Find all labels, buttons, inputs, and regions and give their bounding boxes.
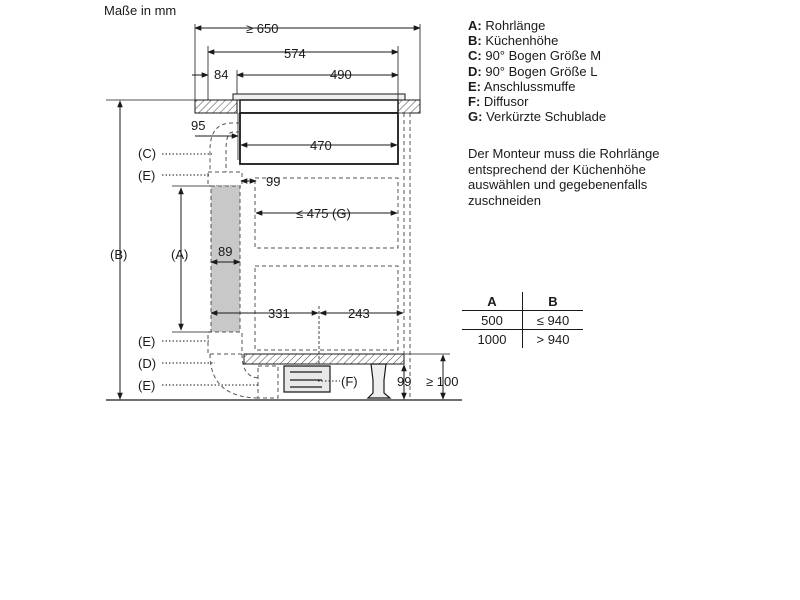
callout-a: (A) (171, 247, 188, 262)
table-row: 1000 > 940 (462, 329, 583, 348)
dim-470-label: 470 (310, 138, 332, 153)
table-header-b: B (522, 292, 583, 311)
connector-sleeve-bottom (207, 331, 243, 355)
table-cell: 500 (462, 310, 523, 330)
legend: A: Rohrlänge B: Küchenhöhe C: 90° Bogen … (468, 18, 606, 124)
callout-b: (B) (110, 247, 127, 262)
dim-574-label: 574 (284, 46, 306, 61)
dim-84-label: 84 (214, 67, 228, 82)
dim-100-label: ≥ 100 (426, 374, 458, 389)
legend-item: C: 90° Bogen Größe M (468, 48, 602, 64)
dim-650-label: ≥ 650 (246, 21, 278, 36)
diffusor (283, 365, 331, 393)
callout-f: (F) (341, 374, 358, 389)
units-label: Maße in mm (104, 3, 177, 18)
dim-99-top-label: 99 (266, 174, 280, 189)
table-header-a: A (462, 292, 523, 311)
cooktop-glass (232, 93, 406, 101)
callout-e-bottom: (E) (138, 378, 155, 393)
connector-sleeve-top (207, 171, 243, 187)
dim-89-label: 89 (218, 244, 232, 259)
dim-243-label: 243 (348, 306, 370, 321)
plinth-panel (243, 353, 405, 365)
legend-item: F: Diffusor (468, 94, 529, 110)
dim-331-label: 331 (268, 306, 290, 321)
countertop-right (397, 99, 421, 114)
callout-d: (D) (138, 356, 156, 371)
duct-elbow-top (209, 122, 240, 172)
cooktop-body (239, 99, 399, 114)
legend-item: B: Küchenhöhe (468, 33, 559, 49)
drawer-top (254, 177, 399, 249)
dim-99-bottom-label: 99 (397, 374, 411, 389)
cabinet-outline (398, 112, 411, 400)
dim-475-label: ≤ 475 (G) (296, 206, 351, 221)
legend-item: A: Rohrlänge (468, 18, 546, 33)
installer-note: Der Monteur muss die Rohrlänge entsprech… (468, 146, 660, 208)
legend-item: E: Anschlussmuffe (468, 78, 576, 94)
table-cell: ≤ 940 (522, 310, 583, 330)
dim-490-label: 490 (330, 67, 352, 82)
table-row: 500 ≤ 940 (462, 310, 583, 330)
callout-c: (C) (138, 146, 156, 161)
callout-e-middle: (E) (138, 334, 155, 349)
length-table: A B 500 ≤ 940 1000 > 940 (462, 292, 583, 348)
dim-95-label: 95 (191, 118, 205, 133)
table-cell: 1000 (462, 329, 523, 348)
table-cell: > 940 (536, 331, 570, 347)
duct-elbow-bottom (209, 353, 261, 399)
cabinet-leg (366, 363, 392, 399)
drawer-bottom (254, 265, 399, 351)
callout-e-top: (E) (138, 168, 155, 183)
legend-item: D: 90° Bogen Größe L (468, 63, 598, 79)
extractor-unit (239, 112, 399, 165)
countertop-left (194, 99, 238, 114)
legend-item: G: Verkürzte Schublade (468, 109, 607, 125)
duct-pipe (210, 185, 241, 333)
connector-sleeve-diffusor (257, 365, 279, 399)
